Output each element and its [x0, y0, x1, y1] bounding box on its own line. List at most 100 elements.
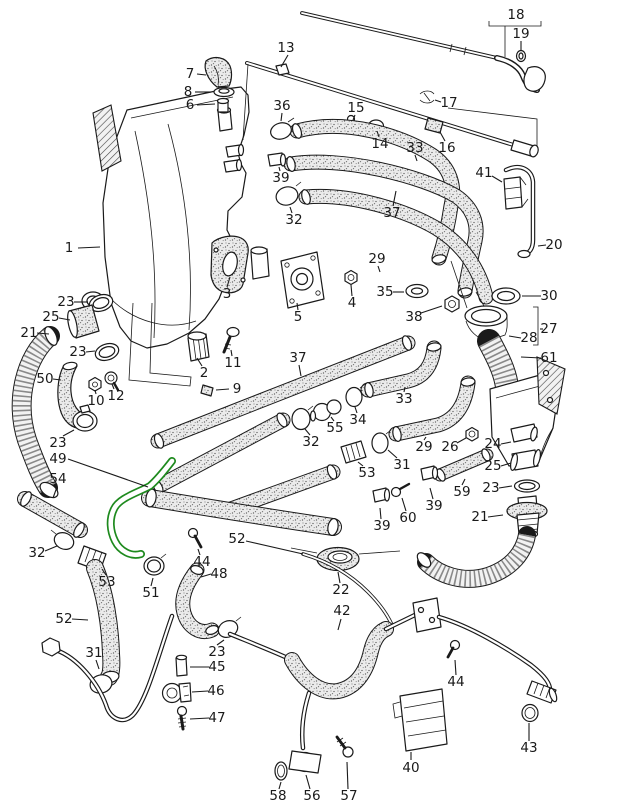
part-24-stub-end [530, 426, 538, 442]
part-leader-52 [71, 618, 89, 621]
part-leader-39 [429, 487, 434, 500]
part-7-elbow [204, 56, 233, 88]
tube-37-end-r [401, 335, 413, 351]
part-44-left-shaft [193, 534, 203, 549]
hose-align-line-2 [475, 291, 485, 307]
part-36-clamp-screw [287, 117, 295, 123]
part-label-19: 19 [512, 26, 529, 42]
hose-48 [176, 563, 219, 638]
part-label-61: 61 [540, 350, 557, 366]
part-leader-38 [420, 305, 443, 314]
part-label-18: 18 [507, 7, 524, 23]
hose-52-top [142, 490, 341, 535]
part-5-boss-inner [295, 272, 309, 286]
metal-pipe-left-inner [54, 614, 174, 722]
part-leader-24 [500, 441, 512, 445]
part-label-59: 59 [453, 484, 470, 500]
hose-29L-end-l [392, 426, 402, 442]
part-leader-32 [289, 206, 293, 214]
hose-33-end [291, 123, 303, 139]
part-23-clamp-3-inner [76, 413, 94, 429]
part-label-15: 15 [347, 100, 364, 116]
hose-21-left-ribs [12, 329, 57, 493]
part-53-fitting-1-ribs [345, 442, 361, 462]
hose-33L [361, 341, 441, 397]
part-32-clamp-upper [275, 186, 299, 206]
part-leader-15 [352, 114, 356, 121]
hose-29L-end-t [460, 377, 476, 387]
part-leader-33 [414, 154, 418, 162]
part-label-39: 39 [425, 498, 442, 514]
part-32-clamp-bl [53, 532, 75, 550]
part-20-foot [517, 249, 531, 259]
part-label-25: 25 [484, 458, 501, 474]
part-17-clip [419, 90, 435, 104]
part-16-ferrule [424, 117, 444, 134]
part-label-49: 49 [49, 451, 66, 467]
part-41-clamp [503, 176, 523, 210]
part-label-23: 23 [49, 435, 66, 451]
part-leader-12 [111, 383, 115, 390]
hose-48-end-t [190, 565, 204, 575]
part-label-41: 41 [475, 165, 492, 181]
pipe-ribbed-end-face [548, 687, 558, 703]
tank-left-inner-line [134, 130, 156, 339]
hose-54-end-l [20, 491, 32, 507]
part-label-56: 56 [303, 788, 320, 804]
part-55-union-b [326, 399, 342, 415]
hose-33L-end-t [426, 342, 442, 352]
part-label-11: 11 [224, 355, 241, 371]
part-label-31: 31 [85, 645, 102, 661]
part-label-32: 32 [285, 212, 302, 228]
part-leader-41 [491, 175, 503, 183]
part-label-44: 44 [447, 674, 464, 690]
part-39-cup-a-end [431, 466, 439, 480]
part-leader-61 [520, 356, 542, 359]
bracket-27-line [533, 306, 539, 346]
part-3-gasket-hole [222, 251, 238, 277]
vent-line-group [503, 164, 536, 259]
hose-52-top-end-l [145, 488, 157, 508]
bottom-left-group [17, 491, 242, 731]
part-6-plug-top [216, 97, 230, 105]
dipstick-insertion-line [242, 63, 249, 141]
tank-support-post [128, 302, 192, 387]
part-leader-33 [403, 386, 406, 393]
part-label-54: 54 [49, 471, 66, 487]
metal-pipe-mid-inner [384, 611, 421, 631]
part-leader-16 [439, 131, 446, 142]
part-51-clamp-inner [146, 559, 162, 573]
part-label-24: 24 [484, 436, 501, 452]
part-leader-37 [392, 190, 397, 207]
center-tubes-group [141, 335, 494, 537]
part-32-clamp-upper-screw [295, 181, 302, 187]
tube-c [221, 465, 340, 517]
part-leader-5 [296, 302, 299, 311]
bracket-18 [488, 21, 542, 57]
part-leader-34 [354, 406, 358, 414]
part-leader-49 [67, 458, 149, 488]
part-57-screw-shaft [335, 735, 347, 750]
part-55-stub [309, 410, 317, 422]
part-label-37: 37 [289, 350, 306, 366]
hose-21-left [12, 329, 57, 493]
part-26-nut-hole [468, 430, 476, 438]
part-label-21: 21 [20, 325, 37, 341]
pipe-bracket-hole-1 [417, 606, 425, 614]
part-label-13: 13 [277, 40, 294, 56]
part-leader-29 [423, 436, 427, 441]
part-label-8: 8 [184, 84, 193, 100]
hose-52-top-end-r [327, 517, 339, 537]
part-label-30: 30 [540, 288, 557, 304]
part-35-grommet-inner [410, 287, 424, 295]
part-22-link-line-l [290, 547, 318, 554]
part-leader-32 [44, 545, 58, 552]
part-43-oring [521, 703, 539, 723]
filler-assembly-group [416, 305, 566, 588]
part-label-23: 23 [482, 480, 499, 496]
part-leader-25 [58, 317, 71, 321]
pipe-from-clamp-inner [228, 632, 294, 662]
part-label-29: 29 [415, 439, 432, 455]
part-label-7: 7 [186, 66, 195, 82]
